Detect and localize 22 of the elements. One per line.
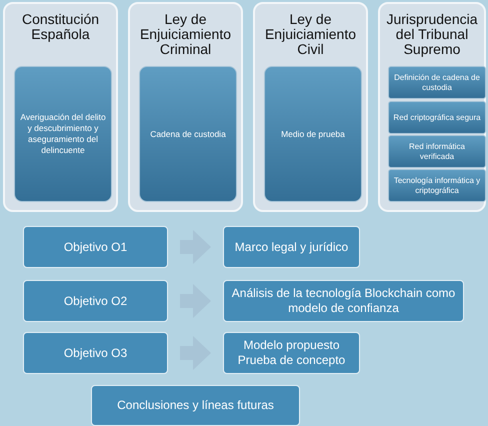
process-box: Marco legal y jurídico — [223, 226, 360, 268]
process-box: Modelo propuesto Prueba de concepto — [223, 332, 360, 374]
column-panel — [378, 2, 486, 212]
process-box: Objetivo O1 — [23, 226, 168, 268]
column-panel — [253, 2, 368, 212]
panel-heading: Ley de Enjuiciamiento Civil — [264, 12, 358, 57]
panel-heading: Jurisprudencia del Tribunal Supremo — [385, 12, 479, 57]
process-box: Objetivo O3 — [23, 332, 168, 374]
info-box: Medio de prueba — [264, 66, 362, 202]
info-box: Cadena de custodia — [139, 66, 237, 202]
info-box: Red informática verificada — [388, 135, 486, 168]
info-box: Definición de cadena de custodia — [388, 66, 486, 99]
process-box: Análisis de la tecnología Blockchain como modelo de confianza — [223, 280, 464, 322]
process-box: Conclusiones y líneas futuras — [91, 385, 300, 426]
panel-heading: Ley de Enjuiciamiento Criminal — [138, 12, 232, 57]
panel-heading: Constitución Española — [20, 12, 100, 42]
info-box: Averiguación del delito y descubrimiento y aseguramiento del delincuente — [14, 66, 112, 202]
process-box: Objetivo O2 — [23, 280, 168, 322]
info-box: Tecnología informática y criptográfica — [388, 169, 486, 202]
info-box: Red criptográfica segura — [388, 101, 486, 134]
column-panel — [128, 2, 243, 212]
column-panel — [3, 2, 118, 212]
